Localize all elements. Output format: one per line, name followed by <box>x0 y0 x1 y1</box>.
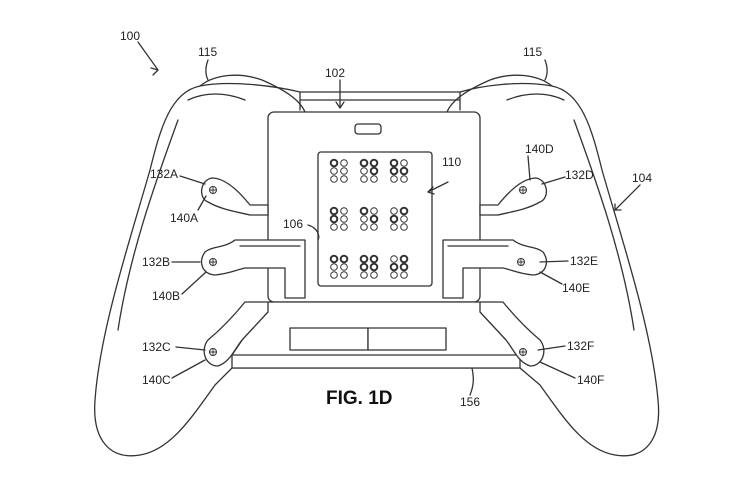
braille-dot-raised <box>399 254 409 264</box>
label-132b: 132B <box>142 255 170 269</box>
label-115-right: 115 <box>523 45 542 59</box>
braille-dot <box>390 271 398 279</box>
label-156: 156 <box>460 395 480 409</box>
label-132c: 132C <box>142 340 171 354</box>
braille-dot-raised <box>369 262 379 272</box>
braille-dot <box>360 215 368 223</box>
touchpad-left <box>289 327 369 351</box>
braille-dot <box>340 263 348 271</box>
braille-dot-raised <box>369 214 379 224</box>
paddle-132f[interactable] <box>479 301 545 367</box>
braille-dot-raised <box>389 262 399 272</box>
braille-dot <box>340 167 348 175</box>
label-132a: 132A <box>150 167 178 181</box>
braille-dot <box>400 175 408 183</box>
braille-dot-raised <box>329 206 339 216</box>
braille-dot <box>370 175 378 183</box>
braille-dot <box>330 263 338 271</box>
braille-dot <box>400 271 408 279</box>
braille-dots <box>329 158 409 279</box>
braille-dot-raised <box>329 158 339 168</box>
paddle-132c[interactable] <box>203 301 269 367</box>
braille-dot <box>340 175 348 183</box>
pivot-cross <box>209 348 217 356</box>
pivot-screws <box>209 186 527 356</box>
pivot-cross <box>209 186 217 194</box>
braille-dot-raised <box>369 158 379 168</box>
braille-dot-raised <box>359 206 369 216</box>
module-connector <box>354 123 382 135</box>
braille-dot-raised <box>369 166 379 176</box>
braille-dot-raised <box>389 214 399 224</box>
label-104: 104 <box>632 171 652 185</box>
braille-dot <box>340 215 348 223</box>
label-132f: 132F <box>567 339 594 353</box>
pivot-cross <box>519 186 527 194</box>
braille-dot <box>360 271 368 279</box>
braille-dot <box>370 271 378 279</box>
controller-housing <box>94 82 660 457</box>
braille-dot-raised <box>389 166 399 176</box>
braille-dot <box>330 223 338 231</box>
label-106: 106 <box>283 217 303 231</box>
braille-dot <box>390 175 398 183</box>
leader-lines <box>137 41 641 396</box>
braille-dot-raised <box>329 214 339 224</box>
paddle-132a[interactable] <box>201 177 269 216</box>
braille-dot <box>330 175 338 183</box>
braille-dot <box>400 159 408 167</box>
paddle-132e[interactable] <box>442 239 547 299</box>
braille-dot <box>390 255 398 263</box>
braille-dot <box>370 207 378 215</box>
touchpad-right <box>367 327 447 351</box>
braille-dot-raised <box>359 254 369 264</box>
braille-dot <box>400 223 408 231</box>
braille-dot-raised <box>359 158 369 168</box>
label-140e: 140E <box>562 281 590 295</box>
label-140b: 140B <box>152 289 180 303</box>
braille-dot-raised <box>369 254 379 264</box>
braille-dot-raised <box>339 254 349 264</box>
pivot-cross <box>519 348 527 356</box>
label-140c: 140C <box>142 373 171 387</box>
braille-dot <box>340 271 348 279</box>
braille-dot <box>330 167 338 175</box>
braille-dot-raised <box>329 254 339 264</box>
braille-dot-raised <box>359 262 369 272</box>
paddle-132d[interactable] <box>479 177 547 216</box>
pivot-cross <box>209 258 217 266</box>
braille-dot-raised <box>399 166 409 176</box>
label-140a: 140A <box>170 211 198 225</box>
bumper-left <box>187 74 306 113</box>
top-edge <box>299 91 461 111</box>
braille-dot <box>360 223 368 231</box>
braille-dot <box>390 207 398 215</box>
label-140d: 140D <box>525 142 554 156</box>
braille-dot-raised <box>399 206 409 216</box>
braille-dot <box>400 215 408 223</box>
label-140f: 140F <box>577 373 604 387</box>
label-100: 100 <box>120 29 140 43</box>
braille-dot-raised <box>399 262 409 272</box>
housing-inner-right <box>573 119 635 331</box>
braille-dot <box>390 223 398 231</box>
label-102: 102 <box>325 66 345 80</box>
braille-dot <box>340 159 348 167</box>
bumper-right <box>446 74 565 113</box>
braille-dot <box>340 207 348 215</box>
braille-dot <box>360 175 368 183</box>
pivot-cross <box>517 258 525 266</box>
braille-dot <box>360 167 368 175</box>
figure-label: FIG. 1D <box>326 388 393 409</box>
braille-dot <box>370 223 378 231</box>
housing-inner-left <box>117 119 179 331</box>
label-132e: 132E <box>570 254 598 268</box>
label-115-left: 115 <box>198 45 217 59</box>
label-132d: 132D <box>565 168 594 182</box>
braille-dot-raised <box>389 158 399 168</box>
paddle-132b[interactable] <box>201 239 306 299</box>
label-110: 110 <box>442 155 461 169</box>
braille-dot <box>330 271 338 279</box>
braille-dot <box>340 223 348 231</box>
